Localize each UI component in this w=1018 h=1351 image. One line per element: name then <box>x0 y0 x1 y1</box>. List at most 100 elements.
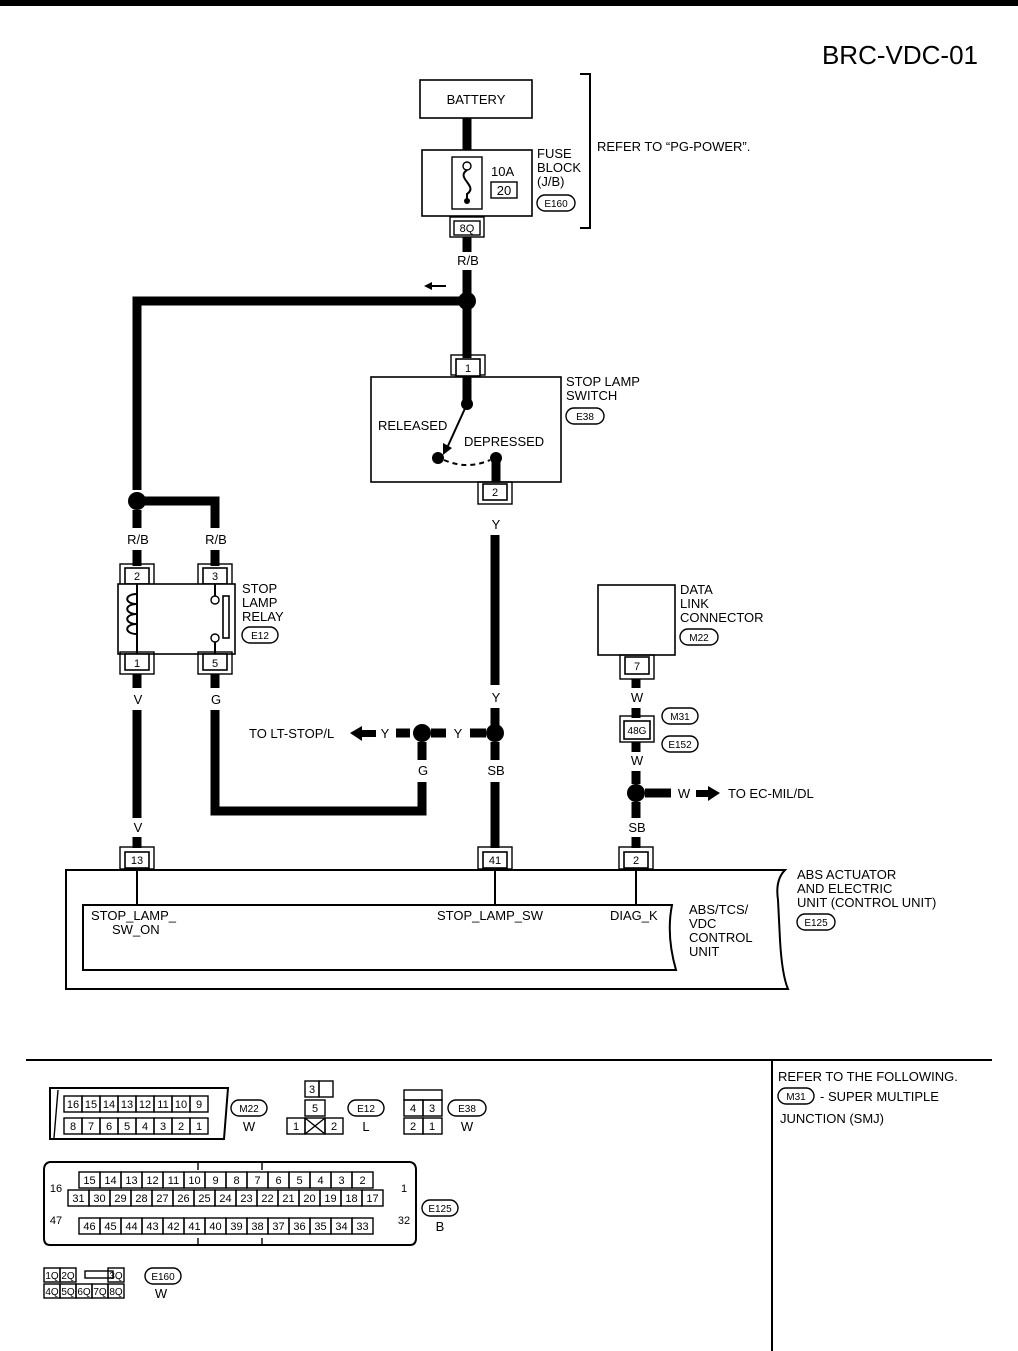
m22-face-edge <box>53 1089 59 1139</box>
terminal-e125-2: 2 <box>633 855 639 867</box>
terminal-e38-2: 2 <box>492 487 498 499</box>
wire-color-y-2: Y <box>492 690 501 705</box>
e38-pin-4: 4 <box>410 1103 416 1115</box>
wire-color-g-2: G <box>418 763 428 778</box>
pin-number: 1Q <box>45 1271 59 1282</box>
relay-armature <box>222 595 230 639</box>
connector-e125-41 <box>482 851 508 869</box>
pin-number: 6 <box>106 1121 112 1133</box>
connector-badge <box>679 628 719 646</box>
wire-color-v-2: V <box>134 820 143 835</box>
smj-connector-bottom: E152 <box>668 740 692 751</box>
switch-arrow-icon <box>443 443 452 455</box>
arrow-left-icon <box>350 726 376 741</box>
smj-terminal: 48G <box>628 726 647 737</box>
fuse-block-label-1: FUSE <box>537 146 572 161</box>
coil-icon <box>126 593 138 635</box>
pin-number: 15 <box>83 1175 95 1187</box>
released-label: RELEASED <box>378 418 447 433</box>
relay-label-3: RELAY <box>242 609 284 624</box>
cu-inner-label-3: CONTROL <box>689 930 753 945</box>
pin-number: 8 <box>233 1175 239 1187</box>
connector-e38-2-frame <box>477 481 513 505</box>
pin-cell <box>351 1171 374 1189</box>
pin-number: 16 <box>67 1099 79 1111</box>
pin-number: 37 <box>272 1221 284 1233</box>
pin-number: 5 <box>296 1175 302 1187</box>
relay-contact-bottom <box>210 633 220 643</box>
e125-pin-1: 1 <box>401 1183 407 1195</box>
relay-label-1: STOP <box>242 581 277 596</box>
pin-number: 22 <box>261 1193 273 1205</box>
connector-e125-2 <box>623 851 649 869</box>
pin-number: 39 <box>230 1221 242 1233</box>
switch-label-1: STOP LAMP <box>566 374 640 389</box>
pin-number: 11 <box>157 1099 168 1111</box>
e12-empty-x <box>304 1117 326 1135</box>
control-unit-inner <box>82 904 678 971</box>
sig-stop-lamp-sw-on-1: STOP_LAMP_ <box>91 908 177 923</box>
e125-face <box>43 1161 417 1246</box>
legend-e38-connector: E38 <box>458 1104 476 1115</box>
wire-g-route <box>210 710 427 816</box>
wire-color-y-lt: Y <box>381 726 390 741</box>
fuse-holder <box>451 156 483 210</box>
e38-pin-2: 2 <box>410 1121 416 1133</box>
cu-inner-label-2: VDC <box>689 916 716 931</box>
fuse-rating: 10A <box>491 164 514 179</box>
switch-lever <box>446 403 468 449</box>
arrow-right-icon <box>696 786 720 801</box>
legend-e12-connector: E12 <box>357 1104 375 1115</box>
data-link-box <box>597 584 676 656</box>
e125-pin-47: 47 <box>50 1215 62 1227</box>
splice-y <box>486 724 504 742</box>
pin-number: 3 <box>160 1121 166 1133</box>
connector-badge <box>144 1267 182 1285</box>
wire-color-w-3: W <box>678 786 691 801</box>
m22-face <box>49 1087 230 1140</box>
legend-e125-connector: E125 <box>428 1204 452 1215</box>
relay-connector: E12 <box>251 631 269 642</box>
terminal-e12-5: 5 <box>212 658 218 670</box>
fuse-terminal-top <box>462 161 472 171</box>
legend-e160-color: W <box>155 1286 168 1301</box>
terminal-e125-41: 41 <box>489 855 501 867</box>
pin-number: 9 <box>196 1099 202 1111</box>
cu-outer-label-1: ABS ACTUATOR <box>797 867 896 882</box>
e12-pin-3: 3 <box>309 1084 315 1096</box>
switch-connector: E38 <box>576 412 594 423</box>
pin-number: 14 <box>103 1099 115 1111</box>
pin-number: 6 <box>275 1175 281 1187</box>
switch-contact-released <box>432 452 444 464</box>
fuse-block-connector: E160 <box>544 199 568 210</box>
pin-number: 3 <box>338 1175 344 1187</box>
connector-badge <box>777 1087 815 1105</box>
refer-following-3: JUNCTION (SMJ) <box>780 1111 884 1126</box>
wire-rb-relay-3 <box>137 496 220 528</box>
refer-connector: M31 <box>786 1092 806 1103</box>
switch-travel-dash <box>443 459 491 466</box>
fuse-terminal-bottom <box>464 198 470 204</box>
dlc-connector: M22 <box>689 633 709 644</box>
terminal-e125-13: 13 <box>131 855 143 867</box>
wire-color-y-1: Y <box>492 517 501 532</box>
fuse-number: 20 <box>497 183 511 198</box>
e160-key <box>84 1270 114 1279</box>
battery-box <box>419 79 533 119</box>
pin-cell <box>107 1267 125 1283</box>
pin-number: 34 <box>335 1221 347 1233</box>
relay-label-2: LAMP <box>242 595 277 610</box>
pin-number: 7 <box>88 1121 94 1133</box>
sig-diag-k: DIAG_K <box>610 908 658 923</box>
pin-cell <box>361 1189 384 1207</box>
e38-pin-3: 3 <box>429 1103 435 1115</box>
refer-power: REFER TO “PG-POWER”. <box>597 139 750 154</box>
relay-contact-top <box>210 595 220 605</box>
dlc-label-2: LINK <box>680 596 709 611</box>
terminal-e12-3: 3 <box>212 571 218 583</box>
wire-color-rb-relay-2: R/B <box>127 532 149 547</box>
pin-number: 14 <box>104 1175 116 1187</box>
